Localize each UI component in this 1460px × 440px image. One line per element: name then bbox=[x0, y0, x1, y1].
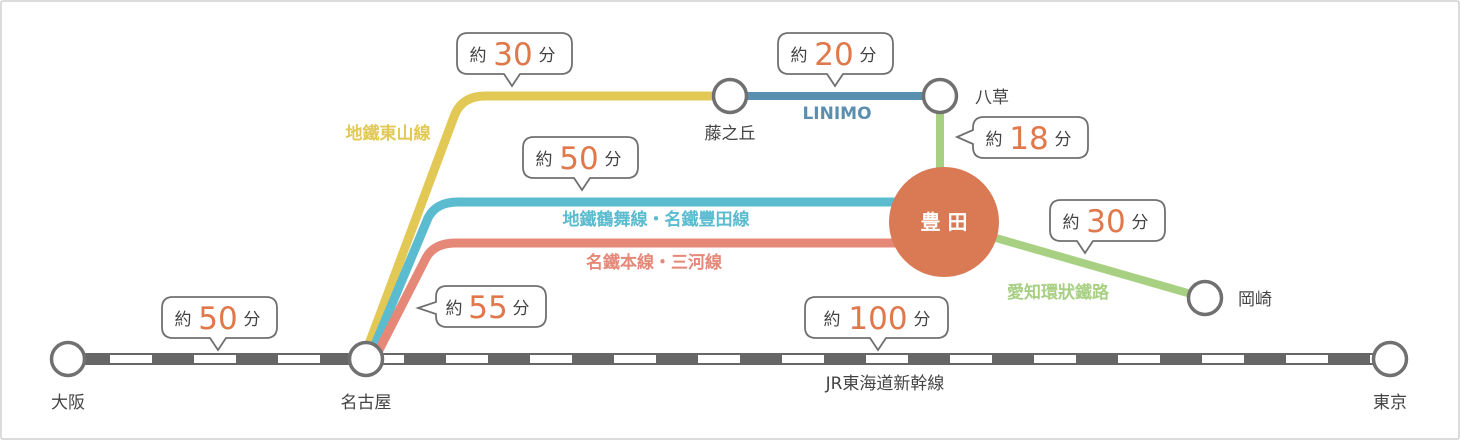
callout-linimo-suffix: 分 bbox=[860, 46, 877, 66]
callout-mikawa-prefix: 約 bbox=[446, 299, 463, 319]
station-toyota-hub[interactable] bbox=[889, 167, 999, 277]
higashiyama-line-label: 地鐵東山線 bbox=[346, 123, 431, 144]
station-okazaki-label: 岡崎 bbox=[1238, 290, 1272, 310]
tsurumai-line-path bbox=[367, 197, 945, 357]
callout-shinkansen-prefix: 約 bbox=[824, 310, 841, 330]
callout-osaka-nagoya-prefix: 約 bbox=[175, 310, 192, 330]
callout-yakusa-toyota-suffix: 分 bbox=[1055, 130, 1072, 150]
higashiyama-line-path bbox=[361, 91, 735, 357]
callout-osaka-nagoya-number: 50 bbox=[198, 301, 237, 337]
callout-tsurumai: 約 50 分 bbox=[522, 136, 639, 192]
callout-aikan-number: 30 bbox=[1086, 204, 1125, 240]
station-yakusa-label: 八草 bbox=[975, 88, 1009, 108]
callout-yakusa-toyota-number: 18 bbox=[1009, 121, 1048, 157]
station-fujigaoka-label: 藤之丘 bbox=[705, 124, 756, 144]
station-nagoya-circle[interactable] bbox=[347, 340, 385, 378]
station-toyota-label: 豊 田 bbox=[921, 210, 968, 234]
callout-tsurumai-number: 50 bbox=[559, 141, 598, 177]
callout-linimo-number: 20 bbox=[814, 37, 853, 73]
callout-linimo: 約 20 分 bbox=[777, 32, 894, 88]
station-yakusa-circle[interactable] bbox=[921, 77, 959, 115]
tsurumai-line-label: 地鐵鶴舞線・名鐵豐田線 bbox=[563, 209, 750, 230]
aikan-line-label: 愛知環狀鐵路 bbox=[1007, 282, 1110, 303]
station-osaka-label: 大阪 bbox=[51, 393, 85, 413]
callout-shinkansen-number: 100 bbox=[848, 301, 907, 337]
callout-aikan-prefix: 約 bbox=[1063, 213, 1080, 233]
callout-yakusa-toyota-prefix: 約 bbox=[986, 130, 1003, 150]
station-fujigaoka-circle[interactable] bbox=[711, 77, 749, 115]
station-okazaki-circle[interactable] bbox=[1186, 279, 1224, 317]
callout-mikawa: 約 55 分 bbox=[415, 285, 547, 328]
linimo-line-label: LINIMO bbox=[802, 104, 871, 124]
callout-tsurumai-suffix: 分 bbox=[605, 150, 622, 170]
callout-aikan: 約 30 分 bbox=[1049, 199, 1166, 255]
callout-osaka-nagoya: 約 50 分 bbox=[161, 296, 278, 352]
callout-mikawa-suffix: 分 bbox=[513, 299, 530, 319]
callout-aikan-suffix: 分 bbox=[1132, 213, 1149, 233]
station-osaka-circle[interactable] bbox=[49, 340, 87, 378]
callout-higashiyama-prefix: 約 bbox=[470, 46, 487, 66]
mikawa-line-label: 名鐵本線・三河線 bbox=[586, 252, 722, 273]
station-tokyo-circle[interactable] bbox=[1371, 340, 1409, 378]
callout-shinkansen: 約 100 分 bbox=[804, 296, 949, 352]
station-tokyo-label: 東京 bbox=[1373, 393, 1407, 413]
callout-yakusa-toyota: 約 18 分 bbox=[954, 116, 1089, 159]
shinkansen-line-label: JR東海道新幹線 bbox=[825, 373, 945, 394]
mikawa-line-path bbox=[373, 238, 945, 357]
callout-higashiyama-number: 30 bbox=[493, 37, 532, 73]
callout-linimo-prefix: 約 bbox=[791, 46, 808, 66]
callout-shinkansen-suffix: 分 bbox=[914, 310, 931, 330]
station-nagoya-label: 名古屋 bbox=[341, 393, 392, 413]
callout-higashiyama-suffix: 分 bbox=[539, 46, 556, 66]
callout-mikawa-number: 55 bbox=[468, 290, 507, 326]
callout-higashiyama: 約 30 分 bbox=[456, 32, 573, 88]
callout-tsurumai-prefix: 約 bbox=[536, 150, 553, 170]
callout-osaka-nagoya-suffix: 分 bbox=[244, 310, 261, 330]
